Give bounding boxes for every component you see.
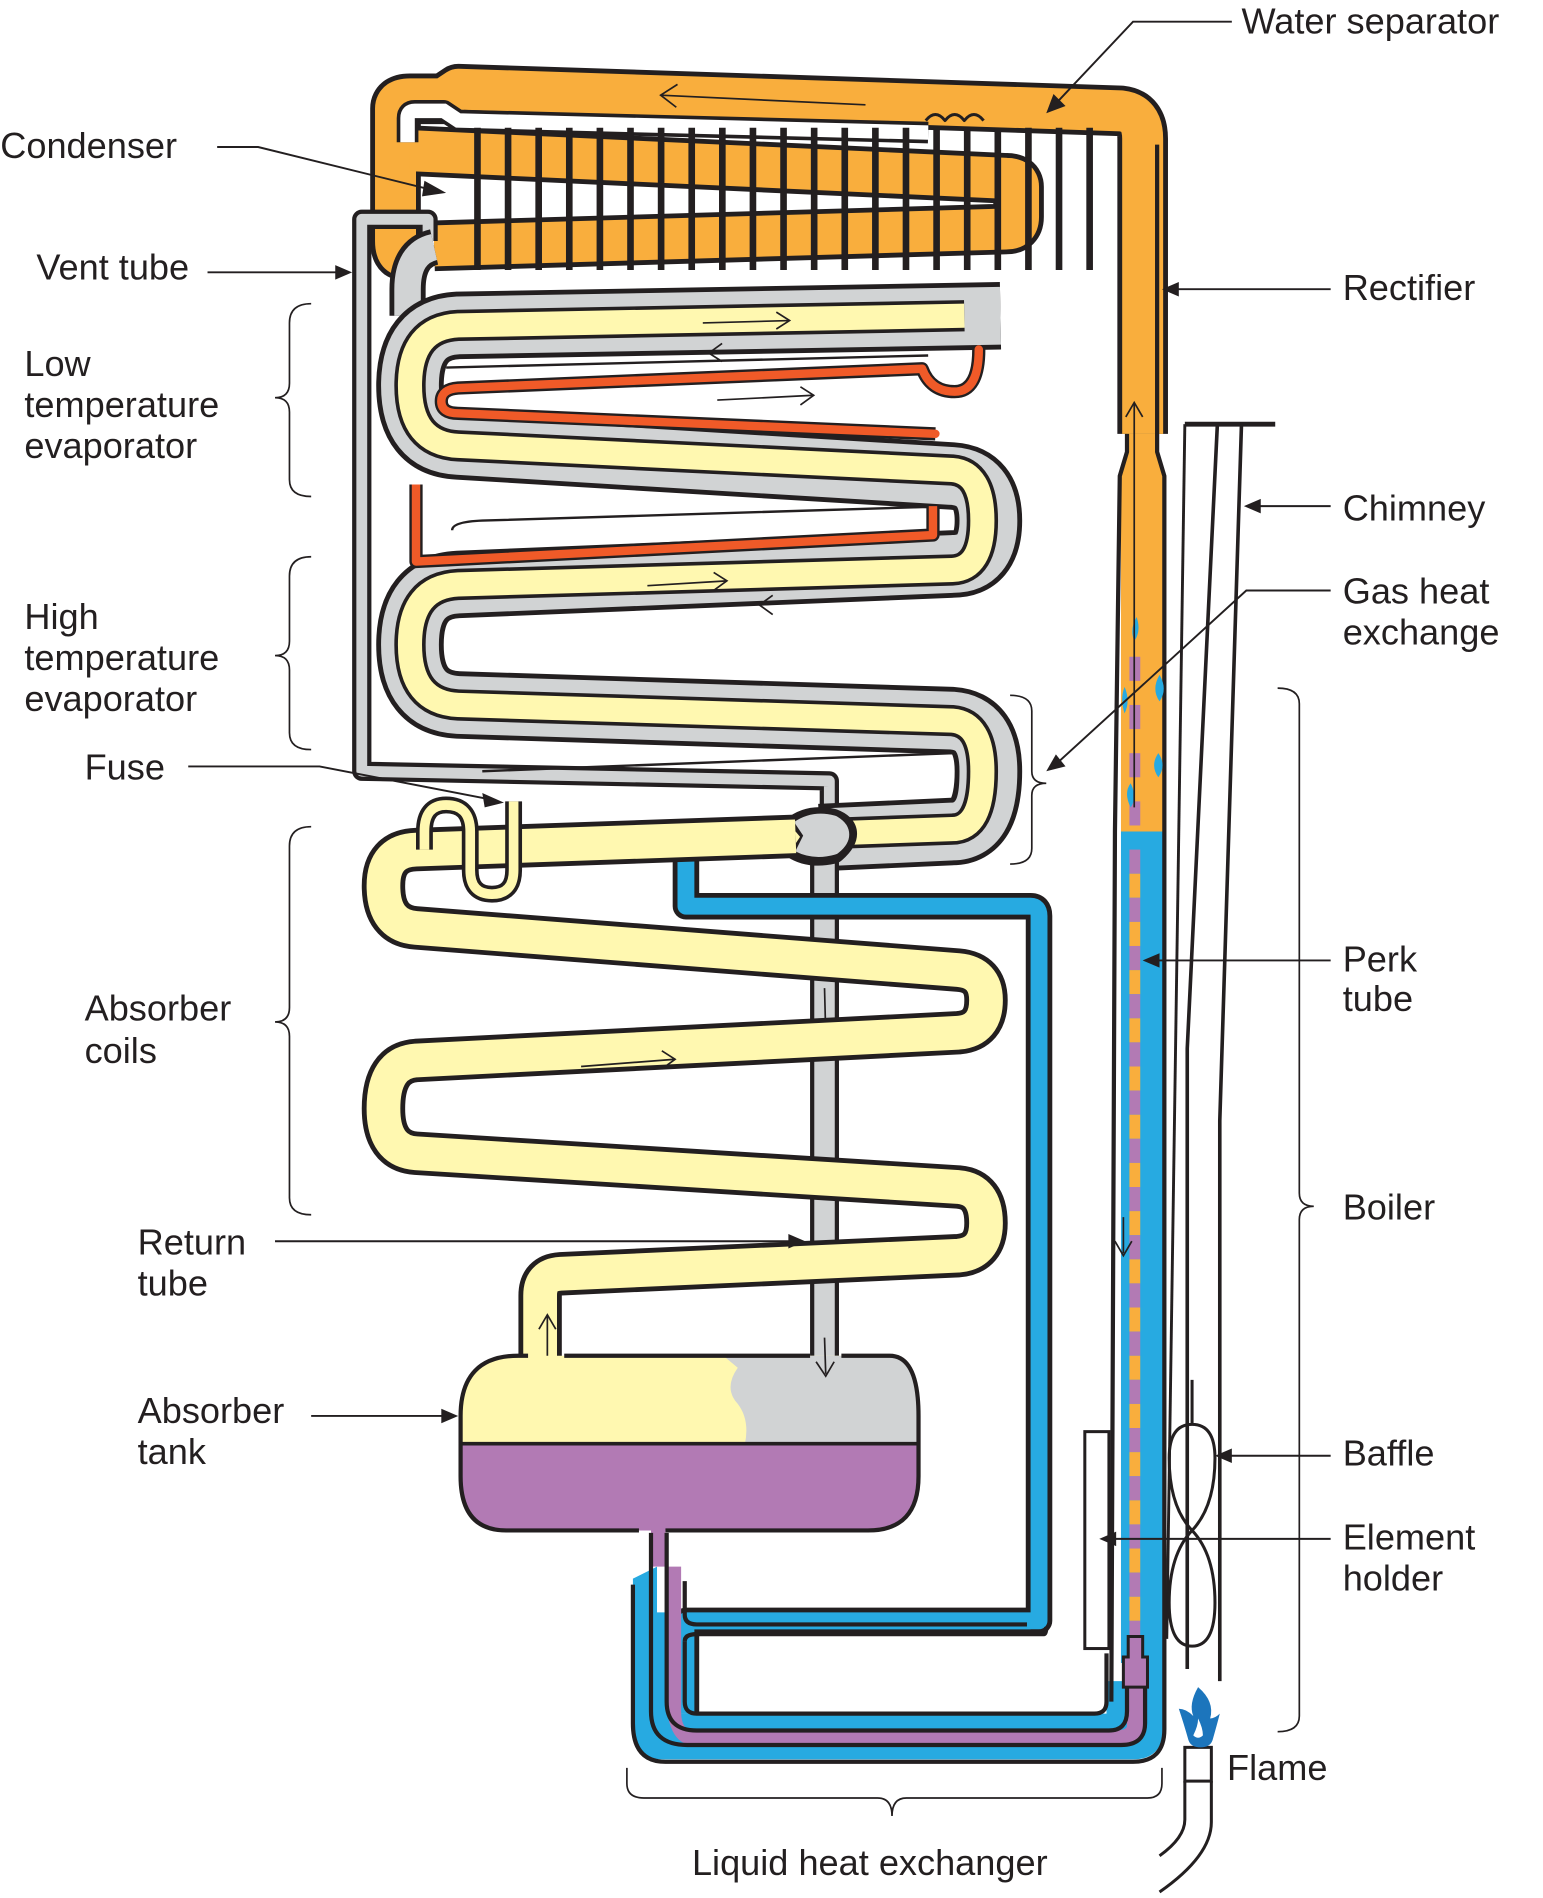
label-flame: Flame	[1227, 1747, 1327, 1788]
perk-tube-segment	[1129, 1524, 1141, 1549]
absorber-coils	[361, 796, 1008, 1398]
baffle-shape	[1167, 1379, 1217, 1648]
perk-tube-segment	[1129, 921, 1141, 946]
perk-tube-segment	[1129, 945, 1141, 971]
perk-tube-segment	[1129, 1162, 1141, 1188]
perk-tube-segment	[1129, 1307, 1141, 1332]
label-gas-heat-exchange: Gas heat exchange	[1343, 571, 1500, 653]
label-absorber-coils: Absorber coils	[85, 988, 242, 1071]
perk-tube-segment	[1129, 1403, 1141, 1429]
perk-tube-segment	[1129, 1211, 1141, 1236]
condenser-loop	[370, 63, 1168, 434]
label-return-tube: Return tube	[138, 1221, 257, 1303]
label-perk-tube: Perk tube	[1343, 938, 1427, 1019]
label-liquid-heat-exchanger: Liquid heat exchanger	[692, 1842, 1048, 1883]
label-condenser: Condenser	[0, 125, 177, 166]
label-fuse: Fuse	[85, 747, 165, 788]
perk-tube-segment	[1129, 1379, 1141, 1404]
perk-tube-segment	[1129, 801, 1141, 826]
perk-tube-segment	[1129, 849, 1141, 874]
perk-tube-segment	[1129, 1500, 1141, 1525]
perk-tube-segment	[1129, 1187, 1141, 1212]
vent-tube	[352, 209, 839, 805]
chimney	[1165, 421, 1276, 1682]
perk-tube-segment	[1129, 1572, 1141, 1597]
label-chimney: Chimney	[1343, 488, 1486, 529]
label-water-separator: Water separator	[1241, 1, 1499, 42]
perk-tube-segment	[1129, 897, 1141, 922]
perk-tube-segment	[1129, 994, 1141, 1019]
water-droplets	[1122, 617, 1164, 808]
perk-tube-segment	[1129, 1235, 1141, 1260]
perk-tube-segment	[1129, 1283, 1141, 1308]
perk-tube-segment	[1129, 1331, 1141, 1356]
label-baffle: Baffle	[1343, 1432, 1435, 1473]
weak-solution-tube	[672, 848, 1053, 1714]
perk-tube-segment	[1129, 1476, 1141, 1501]
perk-tube-segment	[1129, 1018, 1141, 1043]
perk-tube-segment	[1129, 1114, 1141, 1139]
perk-tube-segment	[1129, 1596, 1141, 1621]
label-rectifier: Rectifier	[1343, 267, 1476, 308]
perk-tube-segment	[1129, 1042, 1141, 1067]
perk-tube-segment	[1129, 1355, 1141, 1380]
perk-tube-segment	[1129, 1138, 1141, 1163]
label-low-temp-evaporator: Low temperature evaporator	[24, 343, 229, 466]
perk-tube-segment	[1129, 1428, 1141, 1453]
label-boiler: Boiler	[1343, 1187, 1435, 1228]
braces	[274, 302, 1314, 1817]
label-element-holder: Element holder	[1343, 1517, 1486, 1599]
liquid-ammonia-tube	[409, 345, 986, 569]
evaporator	[376, 281, 1023, 872]
label-high-temp-evaporator: High temperature evaporator	[24, 596, 229, 719]
boiler-tube	[1109, 144, 1167, 1702]
perk-tube-segment	[1129, 1548, 1141, 1573]
perk-tube-segment	[1129, 970, 1141, 995]
label-absorber-tank: Absorber tank	[138, 1390, 295, 1472]
perk-tube-segment	[1129, 1452, 1141, 1477]
flame-icon	[1178, 1687, 1220, 1748]
perk-tube-segment	[1129, 873, 1141, 898]
label-vent-tube: Vent tube	[36, 247, 189, 288]
perk-tube-segment	[1129, 1259, 1141, 1284]
fuse	[416, 796, 523, 903]
burner	[1158, 1687, 1220, 1894]
absorber-tank-shape	[458, 1337, 921, 1533]
condenser-fins	[474, 127, 1093, 270]
liquid-heat-exchanger-shape	[630, 1530, 1167, 1764]
labels: Water separator Condenser Vent tube Rect…	[0, 1, 1499, 1883]
perk-tube-segment	[1129, 1620, 1141, 1645]
perk-tube-segment	[1129, 1066, 1141, 1091]
perk-tube-segment	[1129, 1090, 1141, 1115]
leader-lines	[188, 20, 1331, 1547]
